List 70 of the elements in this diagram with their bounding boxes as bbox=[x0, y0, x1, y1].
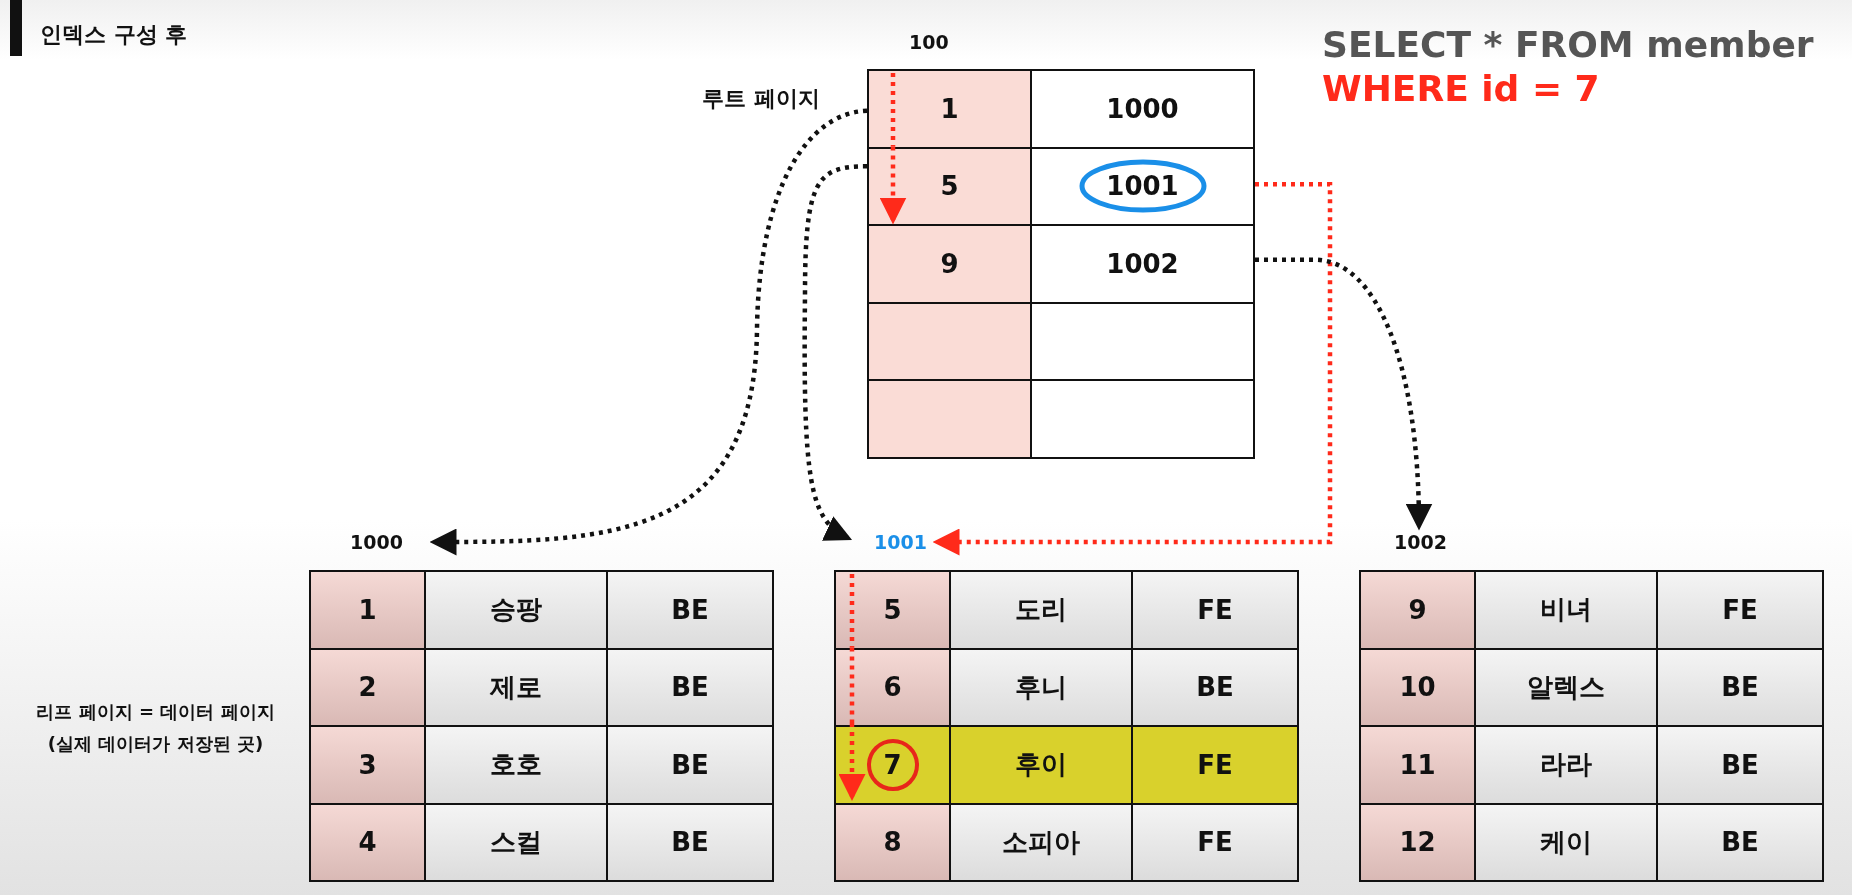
table-cell: FE bbox=[1131, 804, 1297, 880]
table-cell: 알렉스 bbox=[1474, 649, 1656, 725]
table-cell: 7 bbox=[836, 727, 949, 803]
dotted-arrow bbox=[429, 108, 868, 556]
table-cell: 도리 bbox=[949, 572, 1131, 648]
page-number: 100 bbox=[909, 30, 949, 54]
table-row bbox=[836, 572, 1297, 648]
dotted-arrow bbox=[802, 164, 868, 541]
table-cell: 라라 bbox=[1474, 727, 1656, 803]
dotted-arrow bbox=[1255, 257, 1432, 531]
table-cell: 11 bbox=[1361, 727, 1474, 803]
table-cell: BE bbox=[1656, 649, 1822, 725]
page-number: 1000 bbox=[350, 530, 403, 554]
table-cell: FE bbox=[1131, 572, 1297, 648]
table-row bbox=[311, 647, 772, 725]
table-cell: BE bbox=[606, 727, 772, 803]
table-cell: 케이 bbox=[1474, 804, 1656, 880]
table-cell: 1 bbox=[311, 572, 424, 648]
table-cell: 8 bbox=[836, 804, 949, 880]
table-cell: 4 bbox=[311, 804, 424, 880]
table-cell: BE bbox=[606, 804, 772, 880]
table-cell: 6 bbox=[836, 649, 949, 725]
table-row bbox=[869, 146, 1253, 224]
table-cell: 제로 bbox=[424, 649, 606, 725]
leaf-page-note: 리프 페이지 = 데이터 페이지 (실제 데이터가 저장된 곳) bbox=[35, 700, 276, 756]
table-cell: BE bbox=[606, 649, 772, 725]
table-cell: 2 bbox=[311, 649, 424, 725]
table-cell: 9 bbox=[869, 226, 1030, 302]
table-row bbox=[311, 802, 772, 880]
title: 인덱스 구성 후 bbox=[40, 21, 188, 49]
table-row bbox=[869, 224, 1253, 302]
empty-table-row bbox=[869, 301, 1253, 379]
table-row bbox=[311, 725, 772, 803]
table-row bbox=[1361, 647, 1822, 725]
table-cell: 3 bbox=[311, 727, 424, 803]
query-text: SELECT * FROM member bbox=[1322, 24, 1814, 65]
table-cell: 10 bbox=[1361, 649, 1474, 725]
table-cell: 5 bbox=[869, 148, 1030, 224]
table-row bbox=[1361, 802, 1822, 880]
dotted-arrow bbox=[932, 182, 1333, 556]
page-number: 1002 bbox=[1394, 530, 1447, 554]
table-row bbox=[1361, 725, 1822, 803]
table-cell: 소피아 bbox=[949, 804, 1131, 880]
page-number: 1001 bbox=[874, 530, 927, 554]
table-cell: 비녀 bbox=[1474, 572, 1656, 648]
table-cell: BE bbox=[1656, 727, 1822, 803]
table-cell: BE bbox=[606, 572, 772, 648]
table-cell: 스컬 bbox=[424, 804, 606, 880]
table-row bbox=[311, 572, 772, 648]
table-row bbox=[836, 725, 1297, 803]
root-page-label: 루트 페이지 bbox=[701, 85, 820, 113]
table-row bbox=[1361, 572, 1822, 648]
table-row bbox=[836, 647, 1297, 725]
table-cell: FE bbox=[1131, 727, 1297, 803]
table-cell: 후니 bbox=[949, 649, 1131, 725]
table-cell: BE bbox=[1656, 804, 1822, 880]
table-cell: 9 bbox=[1361, 572, 1474, 648]
empty-table-row bbox=[869, 379, 1253, 457]
table-cell: BE bbox=[1131, 649, 1297, 725]
table-cell: 5 bbox=[836, 572, 949, 648]
table-row bbox=[836, 802, 1297, 880]
table-cell: 승팡 bbox=[424, 572, 606, 648]
table-cell: 1 bbox=[869, 71, 1030, 147]
query-condition: WHERE id = 7 bbox=[1322, 68, 1600, 109]
table-cell: FE bbox=[1656, 572, 1822, 648]
dotted-arrow bbox=[879, 146, 907, 225]
table-cell: 후이 bbox=[949, 727, 1131, 803]
table-cell: 호호 bbox=[424, 727, 606, 803]
dotted-arrow bbox=[838, 723, 866, 801]
table-cell: 12 bbox=[1361, 804, 1474, 880]
